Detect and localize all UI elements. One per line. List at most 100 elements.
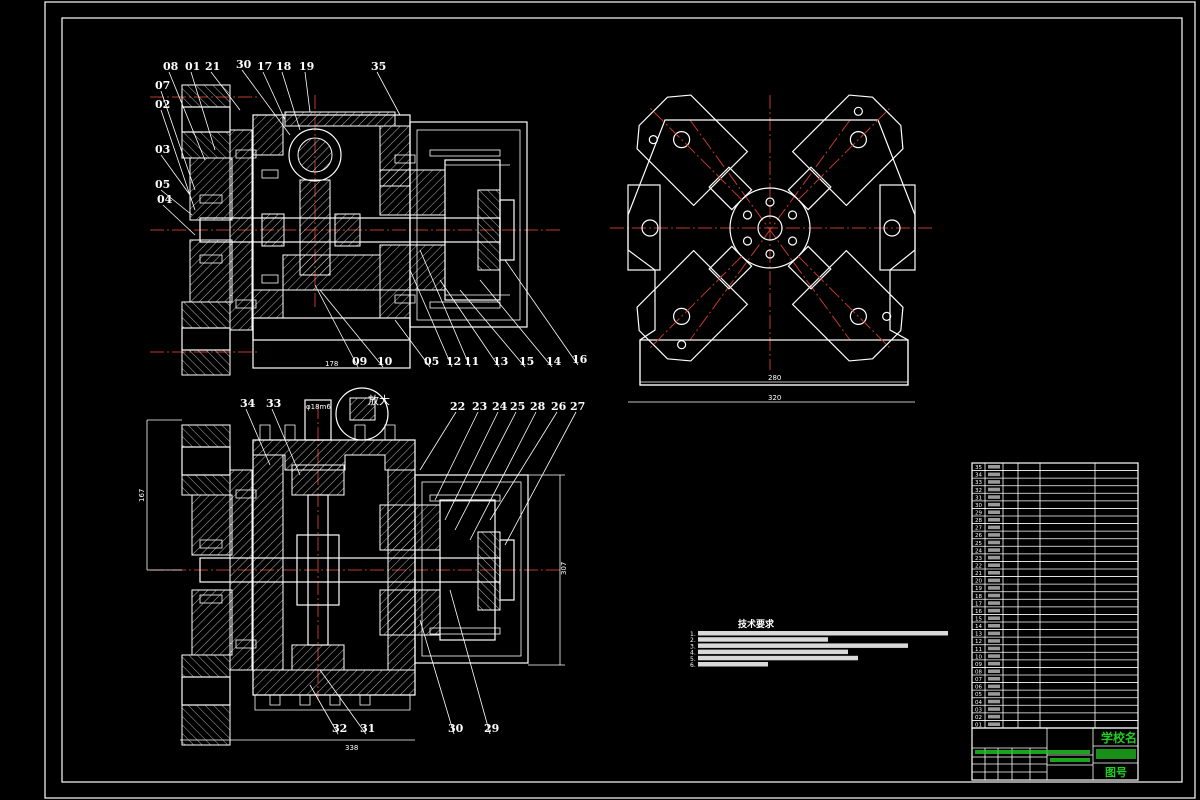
- parts-row-number: 12: [975, 639, 982, 645]
- parts-row-number: 17: [975, 601, 982, 607]
- chuck-jaw: [636, 94, 753, 211]
- lower-part-label: 28: [530, 400, 546, 413]
- parts-row-number: 14: [975, 624, 982, 630]
- parts-row-number: 06: [975, 685, 982, 691]
- parts-row-number: 34: [975, 473, 982, 479]
- tech-req-item: 3.: [690, 643, 696, 650]
- lower-part-label: 25: [510, 400, 525, 413]
- dim-front-width: 178: [325, 360, 338, 368]
- parts-row-number: 24: [975, 548, 982, 554]
- bolt-hole: [787, 236, 798, 246]
- lower-part-label: 33: [266, 397, 281, 410]
- front-part-label: 01: [185, 60, 200, 73]
- drawing-number: 图号: [1105, 766, 1127, 779]
- parts-row-number: 11: [975, 647, 982, 653]
- parts-row-number: 02: [975, 715, 982, 721]
- lower-part-label: 30: [448, 722, 464, 735]
- school-name: 学校名: [1101, 730, 1137, 745]
- tech-req-title: 技术要求: [738, 618, 775, 630]
- parts-row-number: 09: [975, 662, 982, 668]
- lower-part-label: 27: [570, 400, 585, 413]
- parts-row-number: 07: [975, 677, 982, 683]
- detail-enlarge-label: 放大: [368, 393, 390, 407]
- lower-part-label: 32: [332, 722, 347, 735]
- front-part-label: 02: [155, 98, 170, 111]
- bolt-hole: [765, 249, 775, 259]
- front-part-label: 13: [493, 355, 508, 368]
- lower-part-label: 34: [240, 397, 256, 410]
- inner-frame: [61, 17, 1183, 783]
- bolt-hole: [742, 210, 753, 220]
- lower-part-label: 29: [484, 722, 499, 735]
- lower-part-label: 26: [551, 400, 567, 413]
- parts-row-number: 26: [975, 533, 982, 539]
- front-part-label: 08: [163, 60, 179, 73]
- parts-row-number: 31: [975, 495, 982, 501]
- parts-row-number: 19: [975, 586, 982, 592]
- front-part-label: 10: [377, 355, 393, 368]
- dim-bottom-width: 338: [345, 744, 358, 752]
- parts-row-number: 27: [975, 526, 982, 532]
- front-part-label: 19: [299, 60, 314, 73]
- tech-req-item: 5.: [690, 656, 696, 663]
- front-part-label: 03: [155, 143, 170, 156]
- parts-row-number: 15: [975, 617, 982, 623]
- front-part-label: 16: [572, 353, 588, 366]
- parts-row-number: 23: [975, 556, 982, 562]
- front-part-label: 05: [155, 178, 170, 191]
- parts-row-number: 08: [975, 670, 982, 676]
- parts-row-number: 28: [975, 518, 982, 524]
- chuck-jaw: [636, 245, 753, 362]
- parts-row-number: 16: [975, 609, 982, 615]
- parts-row-number: 03: [975, 707, 982, 713]
- front-part-label: 30: [236, 58, 252, 71]
- chuck-jaw: [787, 245, 904, 362]
- tech-req-item: 6.: [690, 662, 696, 669]
- parts-row-number: 29: [975, 511, 982, 517]
- front-part-label: 18: [276, 60, 292, 73]
- parts-row-number: 13: [975, 632, 982, 638]
- outer-frame: [44, 1, 1196, 799]
- lower-part-label: 24: [492, 400, 508, 413]
- tech-req-item: 4.: [690, 650, 696, 657]
- parts-row-number: 35: [975, 465, 982, 471]
- front-part-label: 11: [464, 355, 479, 368]
- tech-req-item: 1.: [690, 631, 696, 638]
- front-part-label: 14: [546, 355, 562, 368]
- front-part-label: 04: [157, 193, 173, 206]
- parts-row-number: 18: [975, 594, 982, 600]
- front-part-label: 05: [424, 355, 439, 368]
- dim-side-outer: 320: [768, 394, 781, 402]
- parts-row-number: 33: [975, 480, 982, 486]
- lower-section-view: 放大 φ18m6 338 167 307: [138, 387, 568, 752]
- parts-row-number: 04: [975, 700, 982, 706]
- front-part-label: 21: [205, 60, 220, 73]
- front-part-label: 12: [446, 355, 461, 368]
- parts-row-number: 05: [975, 692, 982, 698]
- front-part-label: 07: [155, 79, 170, 92]
- front-section-view: 178: [150, 84, 560, 376]
- parts-row-number: 22: [975, 564, 982, 570]
- parts-row-number: 25: [975, 541, 982, 547]
- fit-label: φ18m6: [306, 403, 331, 411]
- technical-requirements: 技术要求 1.2.3.4.5.6.: [690, 618, 948, 669]
- front-part-label: 35: [371, 60, 386, 73]
- chuck-jaw: [787, 94, 904, 211]
- dim-bottom-height-left: 167: [138, 489, 146, 502]
- dim-bottom-height-right: 307: [560, 562, 568, 575]
- front-part-label: 17: [257, 60, 272, 73]
- bolt-hole: [787, 210, 798, 220]
- bolt-hole: [742, 236, 753, 246]
- parts-row-number: 21: [975, 571, 982, 577]
- dim-side-inner: 280: [768, 374, 781, 382]
- lower-part-label: 23: [472, 400, 487, 413]
- parts-row-number: 20: [975, 579, 982, 585]
- lower-part-label: 22: [450, 400, 465, 413]
- parts-list: 3534333231302928272625242322212019181716…: [971, 462, 1139, 729]
- front-part-label: 15: [519, 355, 534, 368]
- parts-row-number: 30: [975, 503, 982, 509]
- tech-req-item: 2.: [690, 637, 696, 644]
- lower-part-label: 31: [360, 722, 375, 735]
